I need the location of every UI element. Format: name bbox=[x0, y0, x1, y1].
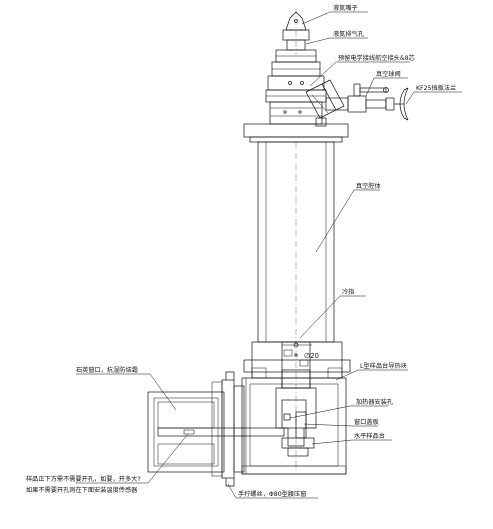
label-quartz-window: 石英窗口，抗湿防结霜 bbox=[76, 366, 138, 374]
sample-chamber bbox=[241, 377, 347, 475]
vacuum-valve-assembly bbox=[325, 83, 409, 121]
label-note-line2: 如果不需要开孔则在下面安装温度传感器 bbox=[26, 486, 138, 494]
label-cold-finger: 冷指 bbox=[342, 288, 354, 296]
electrical-connector bbox=[305, 79, 345, 127]
side-window-assembly bbox=[147, 371, 285, 487]
label-vacuum-valve: 真空球阀 bbox=[376, 70, 401, 78]
label-heater-hole: 加热器安装孔 bbox=[356, 398, 393, 406]
label-diameter: ∅20 bbox=[304, 352, 319, 360]
label-vacuum-jacket: 真空腔体 bbox=[356, 182, 382, 190]
labels: 液氮嘴子 液氮排气孔 预留电学接线航空接头&8芯 真空球阀 KF25挡板法兰 真… bbox=[26, 4, 456, 498]
leader-lines bbox=[76, 11, 462, 499]
label-horizontal-stage: 水平样品台 bbox=[354, 432, 385, 440]
lower-housing bbox=[243, 341, 351, 389]
label-temp-sensor: 预留电学接线航空接头&8芯 bbox=[338, 54, 415, 62]
label-bottom-note: 手拧螺丝，Φ80型腰压窗 bbox=[238, 490, 306, 498]
label-note-line1: 样品正下方需不需要开孔，如要，开多大? bbox=[26, 475, 141, 483]
top-flange bbox=[243, 123, 349, 143]
label-nitrogen-nozzle: 液氮嘴子 bbox=[333, 4, 358, 12]
label-window-gasket: 窗口盖板 bbox=[354, 418, 379, 426]
label-kf25-flange: KF25挡板法兰 bbox=[416, 84, 456, 92]
label-nitrogen-vent: 液氮排气孔 bbox=[333, 30, 364, 38]
dimension-marker bbox=[282, 342, 312, 348]
label-l-sample: L型样品台导热块 bbox=[360, 362, 407, 370]
nitrogen-nozzle bbox=[282, 8, 310, 55]
